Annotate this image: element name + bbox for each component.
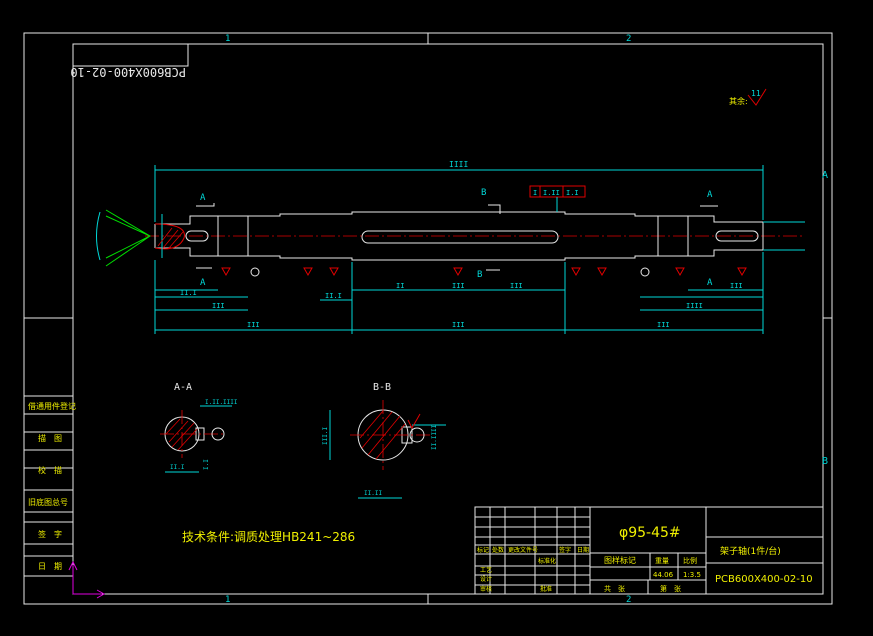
side-row-4: 旧底图总号 (28, 497, 68, 507)
role-process: 工艺 (480, 566, 492, 574)
tol-datum: I.I (566, 189, 579, 197)
section-mark-a-left: A (200, 193, 206, 203)
bottom-dim-2: III (452, 321, 465, 329)
mirrored-number-box: PCB600X400-02-10 (70, 43, 189, 79)
drawing-frame: 1 2 1 2 A B (23, 32, 833, 605)
std-label: 标准化 (538, 557, 556, 565)
rev-label-2: 处数 (492, 546, 504, 554)
surface-note-label: 其余: (729, 96, 748, 106)
section-mark-b-bottom: B (477, 270, 482, 280)
roughness-marks (221, 267, 747, 277)
scale-value: 1:3.5 (683, 571, 701, 579)
side-table: 借通用件登记 描 图 校 描 旧底图总号 签 字 日 期 (23, 395, 76, 577)
row-dim-3: III (452, 282, 465, 290)
rev-label-4: 签字 (559, 546, 571, 554)
bb-depth-dim: II.II (364, 490, 382, 497)
main-shaft-view: IIII A A A A B B I I.II I.I II.I III III… (96, 160, 805, 334)
sheet-total: 共 张 (604, 584, 625, 593)
row-dim-6: III (730, 282, 743, 290)
section-b-b: B-B III.I II.II II.IIII (322, 382, 446, 499)
rev-label-3: 更改文件号 (508, 546, 538, 554)
row-dim-8: III (510, 282, 523, 290)
role-review: 审核 (480, 585, 492, 593)
rev-label-1: 标记 (477, 546, 489, 554)
bottom-dim-1: III (247, 321, 260, 329)
scale-label: 比例 (683, 556, 697, 565)
row-dim-4: II.I (325, 292, 342, 300)
row-dim-5: IIII (686, 302, 703, 310)
surface-note-value: 11 (751, 89, 761, 98)
section-mark-b-top: B (481, 188, 486, 198)
row-dim-1: II.I (180, 289, 197, 297)
material-field: φ95-45# (619, 525, 681, 541)
section-a-a: A-A I.II.IIII II.I I.I (160, 382, 238, 473)
aa-width-dim: I.II.IIII (205, 399, 238, 406)
row-dim-2: III (212, 302, 225, 310)
section-mark-a-left-bottom: A (200, 278, 206, 288)
zone-right-b: B (822, 456, 828, 467)
rev-label-5: 日期 (577, 546, 589, 554)
bb-dia-dim: III.I (322, 427, 329, 445)
tol-symbol: I (533, 189, 537, 197)
overall-dim: IIII (449, 160, 468, 169)
ucs-axis-icon (68, 560, 106, 599)
section-aa-label: A-A (174, 382, 192, 393)
title-drawing-number: PCB600X400-02-10 (715, 574, 813, 585)
bb-width-dim: II.IIII (431, 424, 438, 450)
approve-label: 批准 (540, 585, 552, 593)
weight-label: 重量 (655, 557, 669, 565)
roughness-symbol-icon (747, 88, 767, 106)
side-row-1: 借通用件登记 (28, 401, 76, 411)
mirrored-drawing-number: PCB600X400-02-10 (70, 65, 186, 79)
side-row-2: 描 图 (38, 433, 62, 443)
aa-depth-dim: II.I (170, 464, 185, 471)
side-row-3: 校 描 (38, 465, 62, 475)
zone-bottom-1: 1 (225, 595, 230, 605)
section-mark-a-right-bottom: A (707, 278, 713, 288)
zone-top-2: 2 (626, 34, 631, 44)
role-design: 设计 (480, 575, 492, 583)
stage-label: 图样标记 (604, 555, 636, 565)
technical-note: 技术条件:调质处理HB241~286 (182, 530, 355, 544)
sheet-index: 第 张 (660, 584, 681, 593)
side-row-6: 日 期 (38, 562, 62, 571)
zone-top-1: 1 (225, 34, 230, 44)
title-block: 标记 处数 更改文件号 签字 日期 设计 审核 工艺 标准化 批准 φ95-45… (474, 506, 824, 595)
surface-finish-note: 其余: 11 (729, 88, 767, 106)
bottom-dim-3: III (657, 321, 670, 329)
side-row-5: 签 字 (38, 529, 62, 539)
tol-value: I.II (543, 189, 560, 197)
zone-right-a: A (822, 170, 828, 181)
weight-value: 44.06 (653, 571, 674, 579)
part-name: 架子轴(1件/台) (720, 545, 781, 557)
aa-key-dim: I.I (203, 459, 210, 470)
row-dim-7: II (396, 282, 404, 290)
zone-bottom-2: 2 (626, 595, 631, 605)
section-mark-a-right: A (707, 190, 713, 200)
section-bb-label: B-B (373, 382, 391, 393)
